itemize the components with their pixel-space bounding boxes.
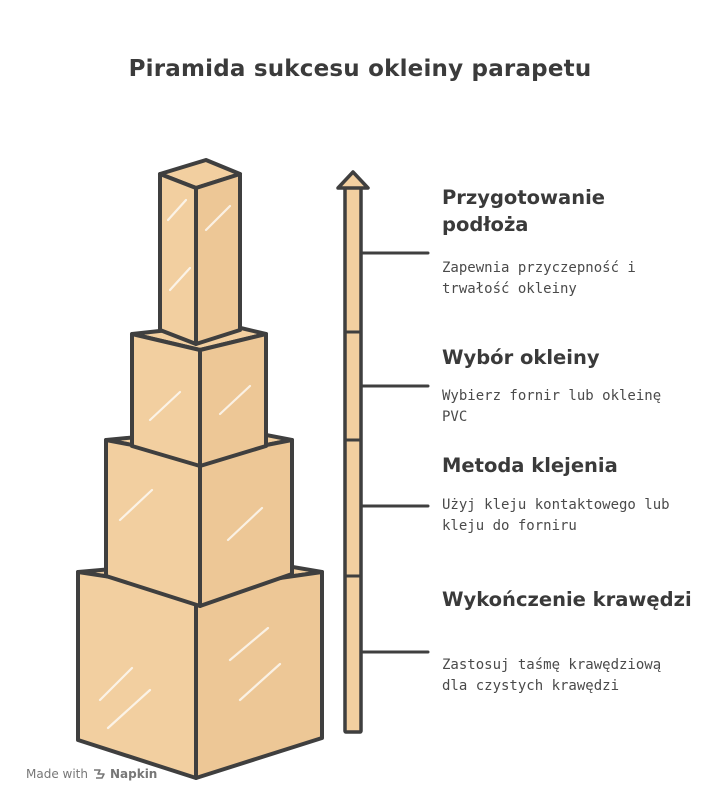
step-4-description: Zastosuj taśmę krawędziową dla czystych … — [442, 657, 662, 694]
block-1 — [158, 158, 242, 346]
step-4-title: Wykończenie krawędzi — [442, 588, 692, 611]
arrow-up-icon — [336, 170, 370, 734]
hatch-marks — [98, 198, 282, 730]
napkin-brand: Napkin — [109, 767, 158, 781]
step-2-description: Wybierz fornir lub okleinę PVC — [442, 388, 662, 425]
step-1-description: Zapewnia przyczepność i trwałość okleiny — [442, 260, 636, 297]
footer-credit: Made with Napkin — [26, 767, 157, 781]
step-3-title: Metoda klejenia — [442, 454, 618, 477]
page-title: Piramida sukcesu okleiny parapetu — [128, 56, 592, 82]
block-2 — [130, 322, 268, 468]
made-with-label: Made with — [26, 767, 88, 781]
step-3-description: Użyj kleju kontaktowego lub kleju do for… — [442, 497, 670, 534]
step-1-title: Przygotowanie podłoża — [442, 186, 606, 236]
napkin-logo-icon — [93, 769, 105, 779]
step-2-title: Wybór okleiny — [442, 346, 600, 369]
